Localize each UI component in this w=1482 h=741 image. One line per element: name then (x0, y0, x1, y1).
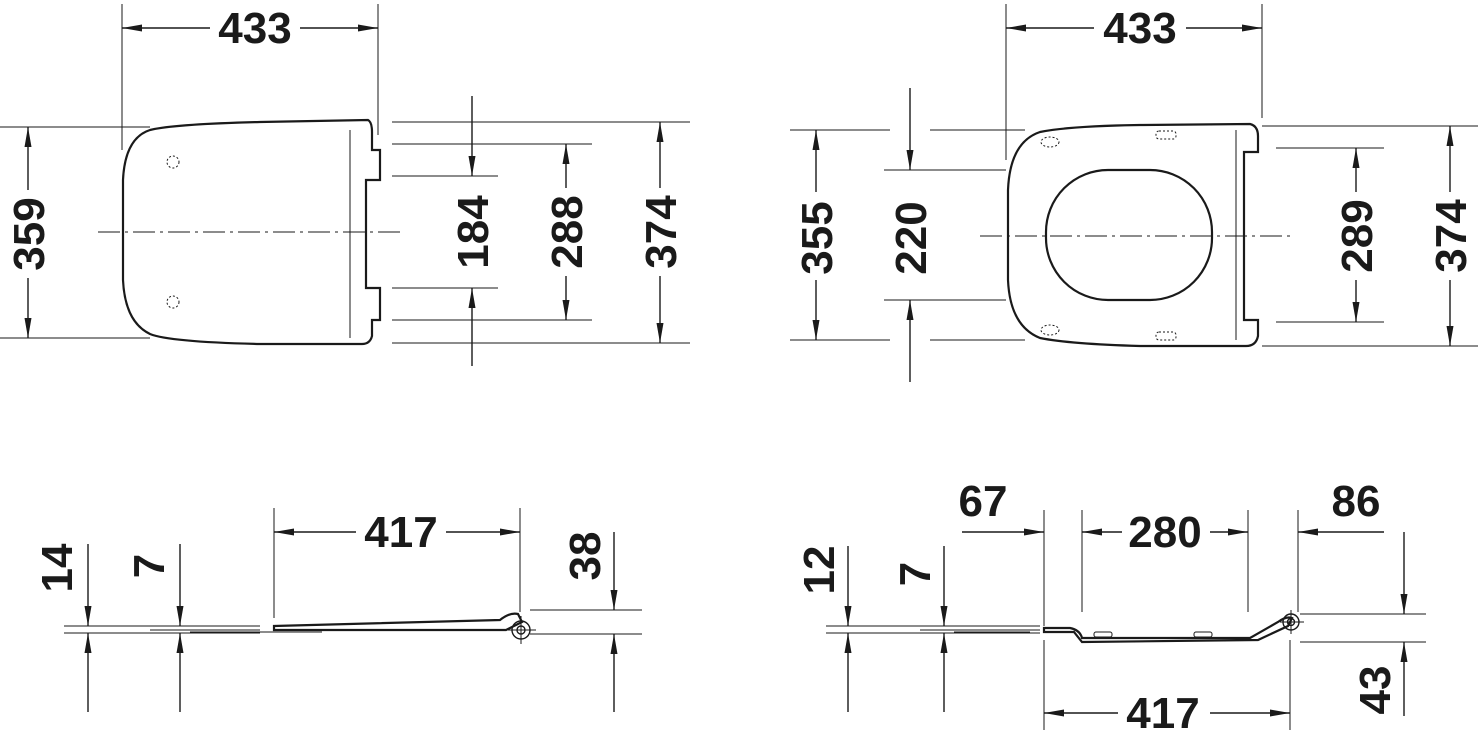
dim-front-side-right: 67 (959, 477, 1008, 526)
side-left-view: 417 14 7 38 (33, 508, 642, 712)
side-right-view: 67 280 86 12 7 (795, 477, 1426, 738)
dim-inner-b-top-left: 288 (543, 195, 592, 268)
dim-opening-top-right: 220 (887, 201, 936, 274)
dim-span-side-right: 280 (1128, 508, 1201, 557)
dim-depth-top-left: 359 (5, 197, 54, 270)
dim-overall-top-left: 374 (637, 195, 686, 269)
dim-thick-b-side-left: 7 (125, 554, 174, 578)
top-left-view: 433 359 184 288 374 (0, 4, 690, 366)
dim-overall-top-right: 374 (1427, 199, 1476, 273)
top-right-view: 433 355 220 289 374 (790, 4, 1478, 382)
dim-width-top-left: 433 (218, 4, 291, 53)
dim-thick-a-side-right: 12 (795, 546, 844, 595)
dim-thick-b-side-right: 7 (891, 562, 940, 586)
dim-rear-side-right: 86 (1332, 477, 1381, 526)
dim-inner-b-top-right: 289 (1333, 199, 1382, 272)
dim-thick-a-side-left: 14 (33, 543, 82, 592)
dim-height-side-left: 38 (561, 532, 610, 581)
dim-width-top-right: 433 (1103, 4, 1176, 53)
dim-inner-a-top-left: 184 (449, 195, 498, 269)
dim-depth-top-right: 355 (793, 201, 842, 274)
dim-length-side-left: 417 (364, 508, 437, 557)
dim-length-side-right: 417 (1126, 689, 1199, 738)
dim-height-side-right: 43 (1351, 666, 1400, 715)
